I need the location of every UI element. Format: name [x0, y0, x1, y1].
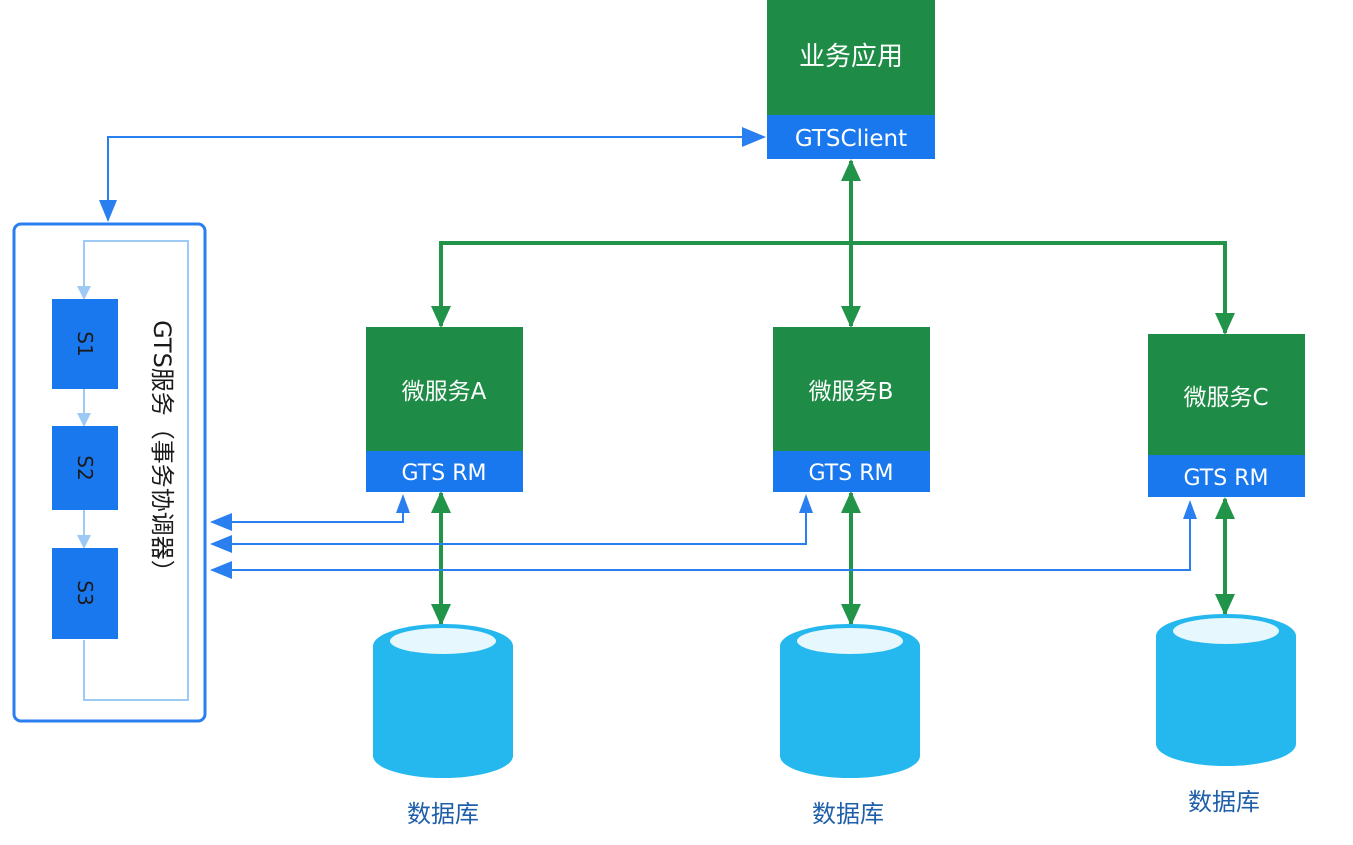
database-c-top — [1173, 618, 1279, 644]
database-a-top — [390, 628, 496, 654]
rm-a-arrowhead — [396, 494, 410, 513]
gts-client-box — [767, 115, 935, 159]
coordinator-label: GTS服务（事务协调器） — [148, 320, 176, 584]
database-a-label: 数据库 — [407, 800, 479, 828]
service-b-rm-box — [773, 451, 930, 492]
service-a-rm-box — [366, 451, 523, 492]
database-b-label: 数据库 — [812, 800, 884, 828]
service-a-rm: GTS RM — [402, 461, 487, 486]
rm-c-coordinator-link — [210, 504, 1191, 579]
service-b-box — [773, 327, 930, 451]
database-a: 数据库 — [373, 624, 513, 828]
client-arrowhead — [742, 127, 766, 147]
database-c-cylinder — [1156, 614, 1296, 766]
database-b: 数据库 — [780, 624, 920, 828]
business-app: 业务应用 GTSClient — [767, 0, 935, 159]
step-s3-label: S3 — [73, 580, 97, 605]
database-b-cylinder — [780, 624, 920, 778]
service-a-name: 微服务A — [402, 379, 487, 405]
step-s2-box — [52, 426, 118, 510]
step-s1-label: S1 — [73, 331, 97, 356]
service-c-name: 微服务C — [1183, 385, 1268, 411]
service-a: 微服务A GTS RM — [366, 327, 523, 492]
client-to-a-link — [431, 241, 851, 328]
service-c: 微服务C GTS RM — [1148, 334, 1305, 497]
business-app-box — [767, 0, 935, 115]
service-b-name: 微服务B — [809, 379, 894, 405]
step-s1-box — [52, 299, 118, 389]
service-c-rm-box — [1148, 455, 1305, 497]
service-b-rm: GTS RM — [809, 461, 894, 486]
coordinator-loop — [77, 240, 189, 701]
gts-coordinator: S1 S2 S3 GTS服务（事务协调器） — [12, 222, 207, 723]
rm-b-arrowhead — [799, 494, 813, 513]
rm-b-coordinator-link — [210, 498, 807, 553]
service-a-box — [366, 327, 523, 451]
service-c-box — [1148, 334, 1305, 455]
step-s3-box — [52, 548, 118, 639]
service-b: 微服务B GTS RM — [773, 327, 930, 492]
database-a-cylinder — [373, 624, 513, 778]
business-app-title: 业务应用 — [799, 42, 903, 72]
client-to-c-link — [851, 241, 1235, 335]
rm-a-coordinator-link — [210, 498, 404, 531]
database-b-top — [797, 628, 903, 654]
client-coordinator-link — [99, 136, 764, 222]
gts-client-label: GTSClient — [795, 126, 907, 152]
database-c: 数据库 — [1156, 614, 1296, 816]
step-s2-label: S2 — [73, 455, 97, 480]
rm-c-arrowhead — [1183, 500, 1197, 519]
service-c-rm: GTS RM — [1184, 466, 1269, 491]
database-c-label: 数据库 — [1188, 788, 1260, 816]
connectors — [99, 127, 1235, 626]
